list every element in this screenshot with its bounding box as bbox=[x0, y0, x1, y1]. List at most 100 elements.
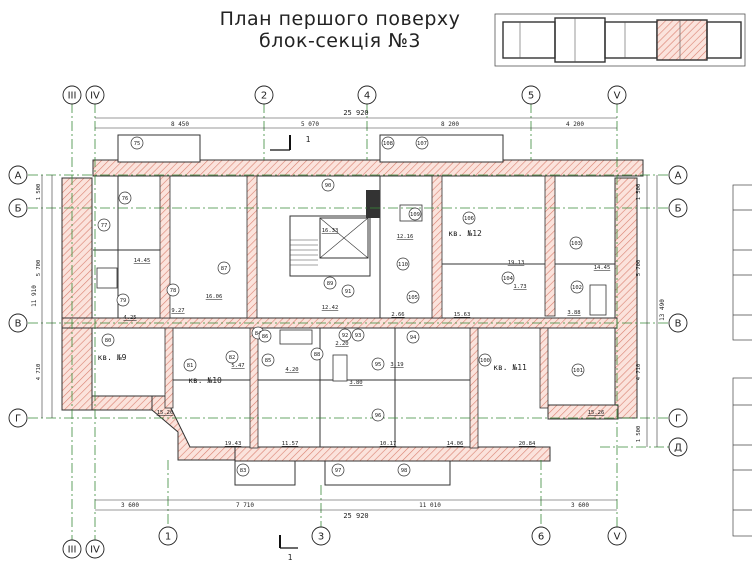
section-mark-bottom: 1 bbox=[288, 553, 293, 562]
room-marker-94: 94 bbox=[406, 330, 420, 344]
axis-right-3: В bbox=[668, 313, 688, 333]
area-label-13: 5.47 bbox=[231, 363, 244, 369]
axis-right-1-label: А bbox=[675, 171, 682, 182]
room-marker-102: 102 bbox=[570, 280, 584, 294]
section-mark-top: 1 bbox=[306, 135, 311, 144]
room-number-109: 109 bbox=[410, 212, 420, 218]
room-number-87: 87 bbox=[221, 266, 228, 272]
area-label-10: 19.13 bbox=[508, 260, 525, 266]
axis-right-2: Б bbox=[668, 198, 688, 218]
room-marker-103: 103 bbox=[569, 236, 583, 250]
dim-left-1: 1 500 bbox=[36, 184, 42, 201]
dim-overall-bottom: 25 920 bbox=[343, 512, 368, 520]
key-plan bbox=[494, 13, 746, 67]
room-marker-75: 75 bbox=[130, 136, 144, 150]
axis-top-6: V bbox=[607, 85, 627, 105]
axis-bottom-2-label: IV bbox=[90, 545, 100, 556]
axis-top-4-label: 4 bbox=[364, 91, 370, 102]
room-marker-83: 83 bbox=[236, 463, 250, 477]
axis-right-3-label: В bbox=[675, 319, 682, 330]
axis-left-1: А bbox=[8, 165, 28, 185]
room-marker-87: 87 bbox=[217, 261, 231, 275]
axis-left-2-label: Б bbox=[15, 204, 22, 215]
room-number-81: 81 bbox=[187, 363, 194, 369]
axis-left-4-label: Г bbox=[15, 414, 21, 425]
axis-left-3-label: В bbox=[15, 319, 22, 330]
room-marker-97: 97 bbox=[331, 463, 345, 477]
room-marker-80: 80 bbox=[101, 333, 115, 347]
axis-right-5-label: Д bbox=[674, 443, 682, 454]
room-number-94: 94 bbox=[410, 335, 417, 341]
room-number-76: 76 bbox=[122, 196, 129, 202]
room-marker-82: 82 bbox=[225, 350, 239, 364]
axis-top-5-label: 5 bbox=[528, 91, 534, 102]
room-number-96: 96 bbox=[375, 413, 382, 419]
area-label-25: 1.73 bbox=[513, 284, 526, 290]
room-marker-78: 78 bbox=[166, 283, 180, 297]
drawing-title: План першого поверху блок-секція №3 bbox=[200, 8, 480, 52]
area-label-11: 14.45 bbox=[594, 265, 611, 271]
area-label-8: 2.66 bbox=[391, 312, 404, 318]
room-marker-91: 91 bbox=[341, 284, 355, 298]
area-label-15: 2.20 bbox=[335, 341, 348, 347]
room-number-83: 83 bbox=[240, 468, 247, 474]
area-label-7: 12.16 bbox=[397, 234, 414, 240]
axis-bottom-3-label: 1 bbox=[165, 532, 171, 543]
area-label-18: 11.57 bbox=[282, 441, 299, 447]
area-label-5: 12.42 bbox=[322, 305, 339, 311]
room-marker-107: 107 bbox=[415, 136, 429, 150]
room-number-77: 77 bbox=[101, 223, 108, 229]
dim-overall-right: 13 490 bbox=[659, 299, 666, 321]
axis-bottom-1: III bbox=[62, 539, 82, 559]
room-marker-104: 104 bbox=[501, 271, 515, 285]
axis-right-1: А bbox=[668, 165, 688, 185]
room-number-100: 100 bbox=[480, 358, 490, 364]
axis-top-6-label: V bbox=[614, 91, 621, 102]
room-number-106: 106 bbox=[464, 216, 474, 222]
area-label-3: 9.27 bbox=[171, 308, 184, 314]
room-marker-92: 92 bbox=[338, 328, 352, 342]
apartment-label-12: кв. №12 bbox=[448, 229, 482, 238]
axis-top-2-label: IV bbox=[90, 91, 100, 102]
room-marker-79: 79 bbox=[116, 293, 130, 307]
title-line-2: блок-секція №3 bbox=[259, 30, 421, 52]
room-marker-108: 108 bbox=[381, 136, 395, 150]
room-marker-98: 98 bbox=[397, 463, 411, 477]
axis-left-2: Б bbox=[8, 198, 28, 218]
room-marker-95: 95 bbox=[371, 357, 385, 371]
apartment-label-11: кв. №11 bbox=[493, 363, 527, 372]
dim-overall-top: 25 920 bbox=[343, 109, 368, 117]
room-marker-105: 105 bbox=[406, 290, 420, 304]
room-marker-110: 110 bbox=[396, 257, 410, 271]
dim-bottom-3: 11 010 bbox=[419, 502, 441, 509]
room-marker-90: 90 bbox=[321, 178, 335, 192]
axis-left-1-label: А bbox=[15, 171, 22, 182]
room-number-89: 89 bbox=[327, 281, 334, 287]
room-number-80: 80 bbox=[105, 338, 112, 344]
room-marker-81: 81 bbox=[183, 358, 197, 372]
dimension-lines bbox=[41, 117, 658, 511]
dim-top-1: 8 450 bbox=[171, 121, 189, 128]
axis-top-3: 2 bbox=[254, 85, 274, 105]
apartment-label-10: кв. №10 bbox=[188, 376, 222, 385]
axis-bottom-6-label: V bbox=[614, 532, 621, 543]
axis-top-1-label: III bbox=[68, 91, 77, 102]
room-number-90: 90 bbox=[325, 183, 332, 189]
room-number-101: 101 bbox=[573, 368, 583, 374]
axis-bottom-2: IV bbox=[85, 539, 105, 559]
axis-top-5: 5 bbox=[521, 85, 541, 105]
dim-bottom-1: 3 600 bbox=[121, 502, 139, 509]
area-label-12: 3.88 bbox=[567, 310, 580, 316]
area-label-4: 4.25 bbox=[123, 315, 136, 321]
room-number-91: 91 bbox=[345, 289, 352, 295]
dim-top-3: 8 200 bbox=[441, 121, 459, 128]
dim-top-4: 4 200 bbox=[566, 121, 584, 128]
area-label-16: 3.80 bbox=[349, 380, 362, 386]
dim-right-1: 1 500 bbox=[636, 184, 642, 201]
area-label-14: 4.20 bbox=[285, 367, 298, 373]
room-number-86: 86 bbox=[262, 334, 269, 340]
area-label-2: 16.06 bbox=[206, 294, 223, 300]
